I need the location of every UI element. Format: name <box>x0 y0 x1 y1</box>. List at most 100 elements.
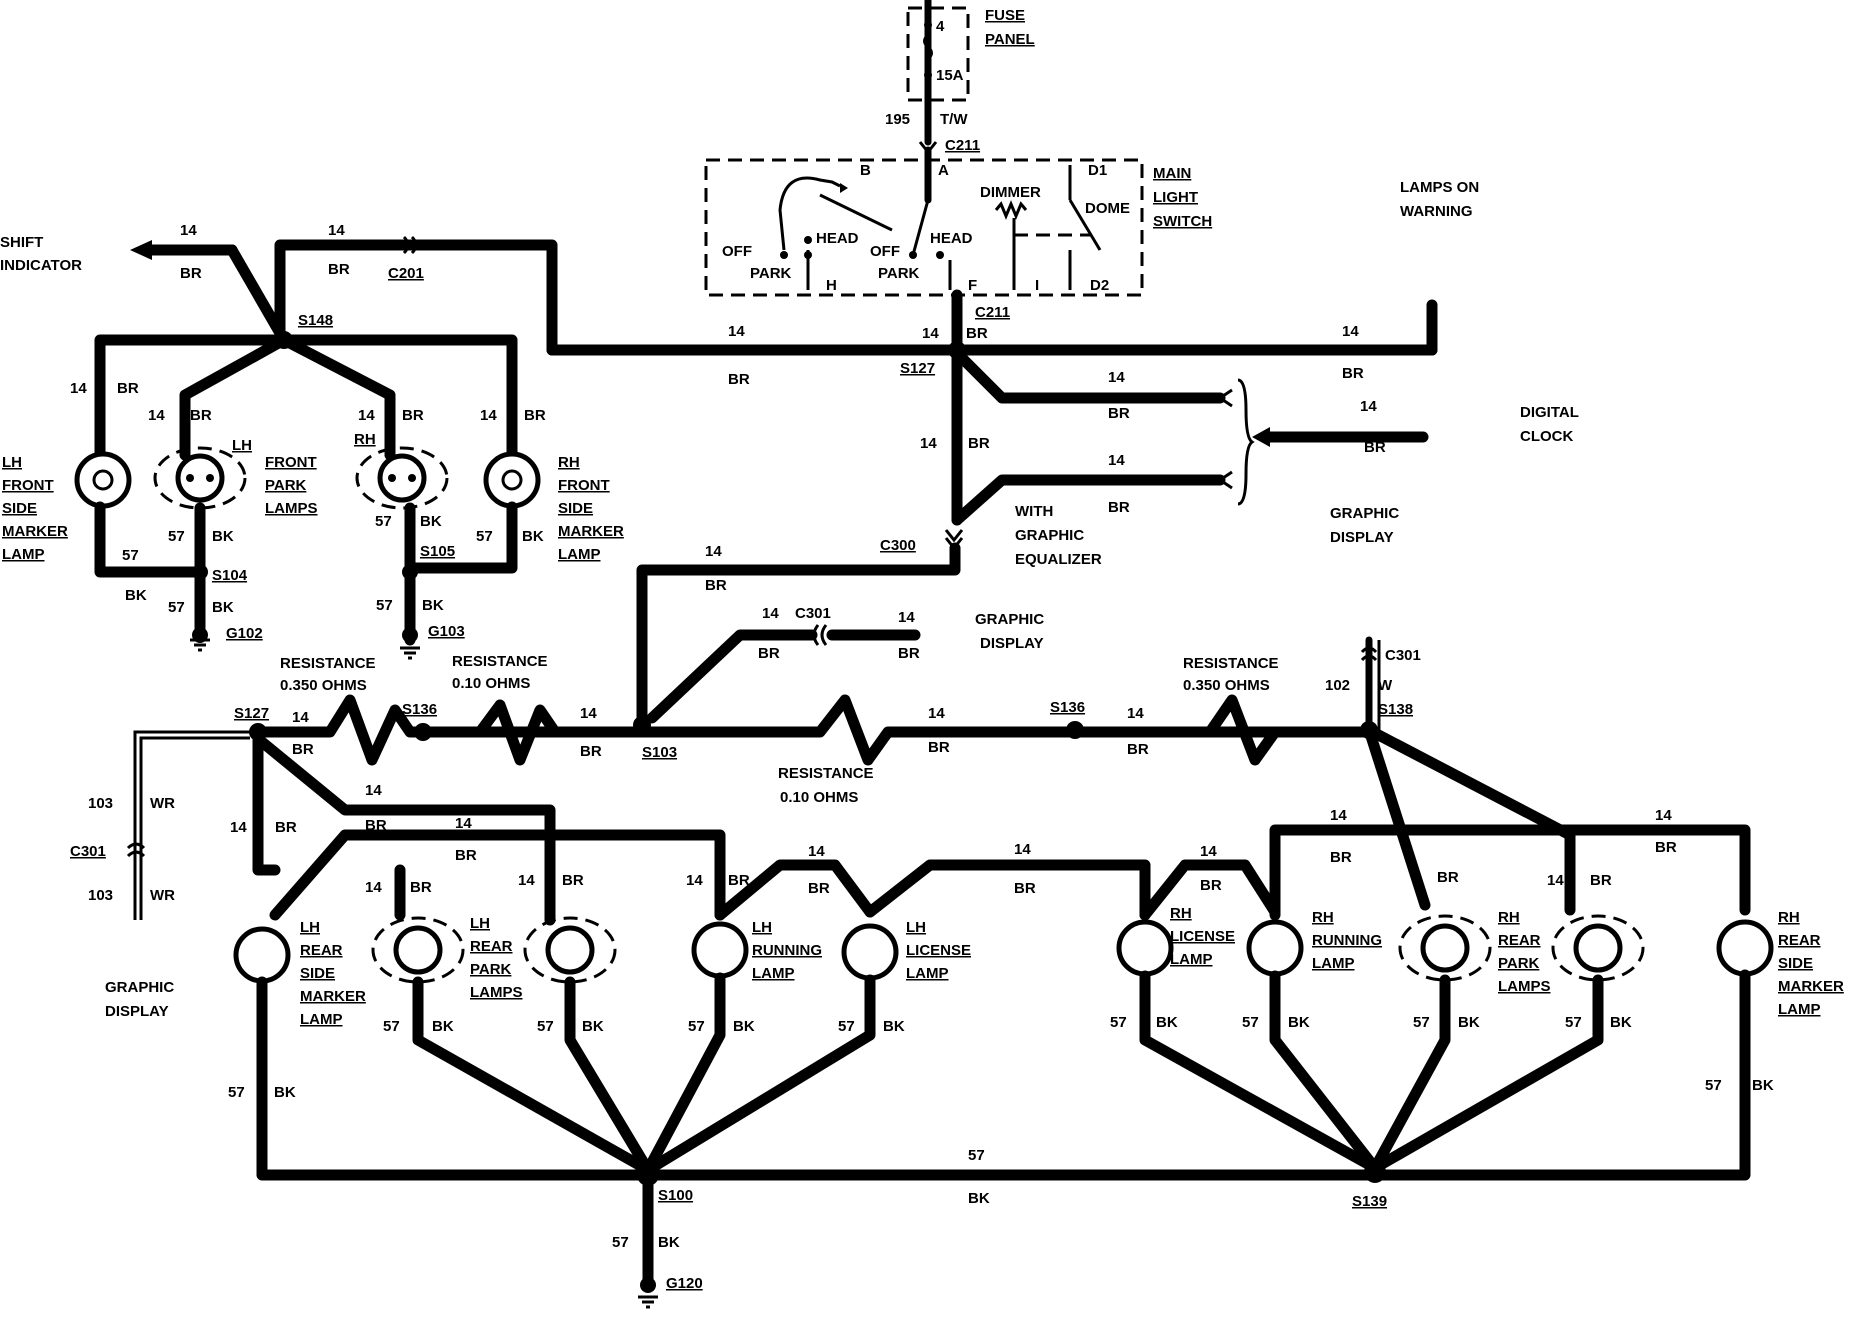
switch-park-left: PARK <box>750 265 792 282</box>
wire-color: WR <box>150 887 175 904</box>
wire-color: BK <box>212 528 234 545</box>
wire-gauge: 14 <box>922 325 939 342</box>
rh-rear-park-lamp-2 <box>1573 923 1623 973</box>
s127-bottom-label: S127 <box>234 705 269 722</box>
g120-label: G120 <box>666 1275 703 1292</box>
lamp-label: RH <box>1170 905 1192 922</box>
res1-2: 0.350 OHMS <box>280 677 367 694</box>
wire-gauge: 14 <box>1330 807 1347 824</box>
wire-gauge: 14 <box>358 407 375 424</box>
switch-term-d2: D2 <box>1090 277 1109 294</box>
lh-rear-side-marker-lamp <box>233 926 291 984</box>
wire-color: BR <box>180 265 202 282</box>
wire-gauge: 57 <box>968 1147 985 1164</box>
lamp-label: LH <box>752 919 772 936</box>
wire-gauge: 14 <box>180 222 197 239</box>
wire-gauge: 57 <box>1705 1077 1722 1094</box>
fuse-panel-title-1: FUSE <box>985 7 1025 24</box>
graphic-display-mid-1: GRAPHIC <box>975 611 1044 628</box>
wire-gauge: 57 <box>476 528 493 545</box>
wire-gauge: 14 <box>292 709 309 726</box>
res2-2: 0.10 OHMS <box>452 675 530 692</box>
lamp-label: RUNNING <box>1312 932 1382 949</box>
wire-gauge: 57 <box>1413 1014 1430 1031</box>
s139-label: S139 <box>1352 1193 1387 1210</box>
switch-title-1: MAIN <box>1153 165 1191 182</box>
wire-gauge: 14 <box>148 407 165 424</box>
wire-gauge: 57 <box>537 1018 554 1035</box>
wire-color: BR <box>580 743 602 760</box>
wire-gauge: 57 <box>122 547 139 564</box>
fuse-circuit: 195 <box>885 111 910 128</box>
wire-color: BR <box>455 847 477 864</box>
wire-gauge: 57 <box>375 513 392 530</box>
lamp-label: RUNNING <box>752 942 822 959</box>
wire-color: BK <box>1458 1014 1480 1031</box>
wire-gauge: 14 <box>1547 872 1564 889</box>
wire-gauge: 57 <box>168 599 185 616</box>
ground-bus: S100 S139 G120 57 BK 57 BK 57 BK 57 BK 5… <box>228 969 1774 1309</box>
lamp-label: REAR <box>1498 932 1541 949</box>
wire-color: BR <box>292 741 314 758</box>
s105-label: S105 <box>420 543 455 560</box>
lamp-label: LH <box>470 915 490 932</box>
wire-color: BR <box>410 879 432 896</box>
wire-color: BR <box>562 872 584 889</box>
switch-dimmer: DIMMER <box>980 184 1041 201</box>
ground-icon <box>638 1295 658 1309</box>
switch-term-a: A <box>938 162 949 179</box>
lamp-label: LAMP <box>300 1011 343 1028</box>
wire-gauge: 14 <box>728 323 745 340</box>
switch-park-right: PARK <box>878 265 920 282</box>
g102-label: G102 <box>226 625 263 642</box>
wire-color: BK <box>883 1018 905 1035</box>
wire-color: BR <box>1014 880 1036 897</box>
s100-label: S100 <box>658 1187 693 1204</box>
wire-gauge: 14 <box>1127 705 1144 722</box>
wire-color: BR <box>758 645 780 662</box>
wire-color: BR <box>275 819 297 836</box>
wire-gauge: 14 <box>898 609 915 626</box>
c300-label: C300 <box>880 537 916 554</box>
wire-color: BR <box>966 325 988 342</box>
lamp-label: FRONT <box>2 477 54 494</box>
wire-gauge: 57 <box>1242 1014 1259 1031</box>
s127-top-label: S127 <box>900 360 935 377</box>
wire-color: BK <box>274 1084 296 1101</box>
wire-color: BK <box>522 528 544 545</box>
resistance-bus: RESISTANCE 0.350 OHMS RESISTANCE 0.10 OH… <box>70 636 1421 1020</box>
wire-color: BR <box>705 577 727 594</box>
wire-color: WR <box>150 795 175 812</box>
wire-gauge: 14 <box>70 380 87 397</box>
lamp-label: LAMP <box>558 546 601 563</box>
fuse-pin: 4 <box>936 18 945 35</box>
lamp-label: LH <box>300 919 320 936</box>
wire-color: BR <box>1342 365 1364 382</box>
wire-gauge: 14 <box>1108 369 1125 386</box>
res4-1: RESISTANCE <box>1183 655 1279 672</box>
wire-gauge: 14 <box>518 872 535 889</box>
main-light-switch: MAIN LIGHT SWITCH B OFF PARK HEAD H A OF… <box>704 146 1212 321</box>
wire-color: BK <box>582 1018 604 1035</box>
wire-gauge: 57 <box>1565 1014 1582 1031</box>
lamp-label: PARK <box>265 477 307 494</box>
lamp-label: RH <box>1312 909 1334 926</box>
lamp-label: RH <box>558 454 580 471</box>
wire-gauge: 14 <box>1360 398 1377 415</box>
lamps-on-warning-2: WARNING <box>1400 203 1473 220</box>
with-graphic-eq-1: WITH <box>1015 503 1053 520</box>
lamp-label: LAMP <box>1778 1001 1821 1018</box>
c201-label: C201 <box>388 265 424 282</box>
ground-icon <box>400 646 420 660</box>
lamp-label: FRONT <box>558 477 610 494</box>
circuit-number: 103 <box>88 887 113 904</box>
lamp-label: LH <box>2 454 22 471</box>
wire-gauge: 57 <box>612 1234 629 1251</box>
lamp-label: LICENSE <box>1170 928 1235 945</box>
rh-rear-park-lamp-1 <box>1420 923 1470 973</box>
wire-color: BK <box>420 513 442 530</box>
lh-running-lamp <box>691 921 749 979</box>
wire-gauge: 14 <box>705 543 722 560</box>
lamp-label: LAMP <box>752 965 795 982</box>
